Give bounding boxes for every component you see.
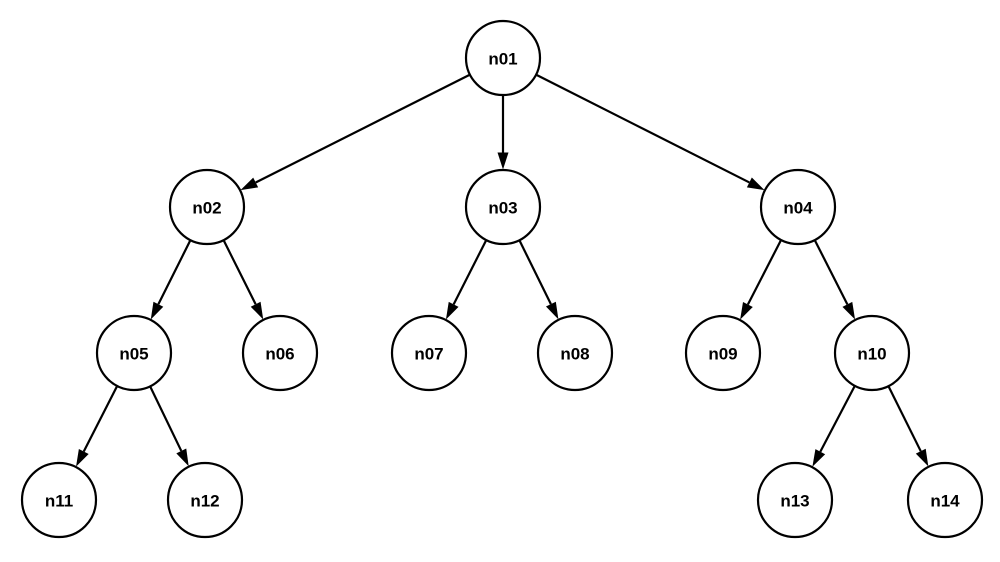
edge-line xyxy=(518,240,552,305)
edges-layer xyxy=(76,73,929,467)
edge-n03-n08 xyxy=(518,240,559,320)
edge-line xyxy=(452,239,488,305)
arrowhead-icon xyxy=(176,448,189,467)
arrowhead-icon xyxy=(240,177,259,191)
edge-n01-n03 xyxy=(497,95,509,170)
node-n12[interactable]: n12 xyxy=(166,461,244,539)
node-circle[interactable] xyxy=(464,19,542,97)
node-n08[interactable]: n08 xyxy=(536,314,614,392)
node-circle[interactable] xyxy=(464,168,542,246)
node-circle[interactable] xyxy=(684,314,762,392)
edge-n01-n04 xyxy=(535,73,765,191)
arrowhead-icon xyxy=(250,301,264,320)
edge-line xyxy=(157,240,192,305)
arrowhead-icon xyxy=(746,177,765,191)
node-n01[interactable]: n01 xyxy=(464,19,542,97)
node-circle[interactable] xyxy=(759,168,837,246)
node-circle[interactable] xyxy=(906,461,984,539)
edge-n04-n09 xyxy=(740,239,782,320)
node-n05[interactable]: n05 xyxy=(95,314,173,392)
node-circle[interactable] xyxy=(95,314,173,392)
arrowhead-icon xyxy=(150,301,164,320)
node-n04[interactable]: n04 xyxy=(759,168,837,246)
edge-line xyxy=(255,73,470,184)
edge-line xyxy=(535,73,750,184)
edge-n05-n12 xyxy=(149,386,189,467)
edge-line xyxy=(149,386,183,452)
edge-n01-n02 xyxy=(240,73,470,191)
node-n14[interactable]: n14 xyxy=(906,461,984,539)
node-circle[interactable] xyxy=(166,461,244,539)
node-n02[interactable]: n02 xyxy=(168,168,246,246)
arrowhead-icon xyxy=(76,448,89,467)
edge-n02-n05 xyxy=(150,240,192,320)
node-n06[interactable]: n06 xyxy=(241,314,319,392)
edge-n02-n06 xyxy=(222,240,264,320)
node-circle[interactable] xyxy=(390,314,468,392)
node-n09[interactable]: n09 xyxy=(684,314,762,392)
arrowhead-icon xyxy=(915,448,929,467)
arrowhead-icon xyxy=(545,301,559,320)
node-n13[interactable]: n13 xyxy=(756,461,834,539)
node-n11[interactable]: n11 xyxy=(20,461,98,539)
node-circle[interactable] xyxy=(833,314,911,392)
node-circle[interactable] xyxy=(536,314,614,392)
arrowhead-icon xyxy=(812,449,826,467)
edge-line xyxy=(222,240,257,305)
edge-line xyxy=(819,385,856,453)
edge-n10-n14 xyxy=(887,386,929,467)
arrowhead-icon xyxy=(842,301,856,320)
node-circle[interactable] xyxy=(241,314,319,392)
edge-n04-n10 xyxy=(813,239,856,320)
edge-line xyxy=(82,385,118,452)
arrowhead-icon xyxy=(497,152,509,170)
node-circle[interactable] xyxy=(756,461,834,539)
edge-line xyxy=(813,239,849,305)
edge-n05-n11 xyxy=(76,385,118,467)
arrowhead-icon xyxy=(445,301,459,320)
arrowhead-icon xyxy=(740,302,753,320)
edge-line xyxy=(887,386,922,452)
node-n03[interactable]: n03 xyxy=(464,168,542,246)
edge-line xyxy=(746,239,782,306)
edge-n03-n07 xyxy=(445,239,488,320)
node-n10[interactable]: n10 xyxy=(833,314,911,392)
node-circle[interactable] xyxy=(168,168,246,246)
node-n07[interactable]: n07 xyxy=(390,314,468,392)
node-circle[interactable] xyxy=(20,461,98,539)
edge-n10-n13 xyxy=(812,385,856,467)
